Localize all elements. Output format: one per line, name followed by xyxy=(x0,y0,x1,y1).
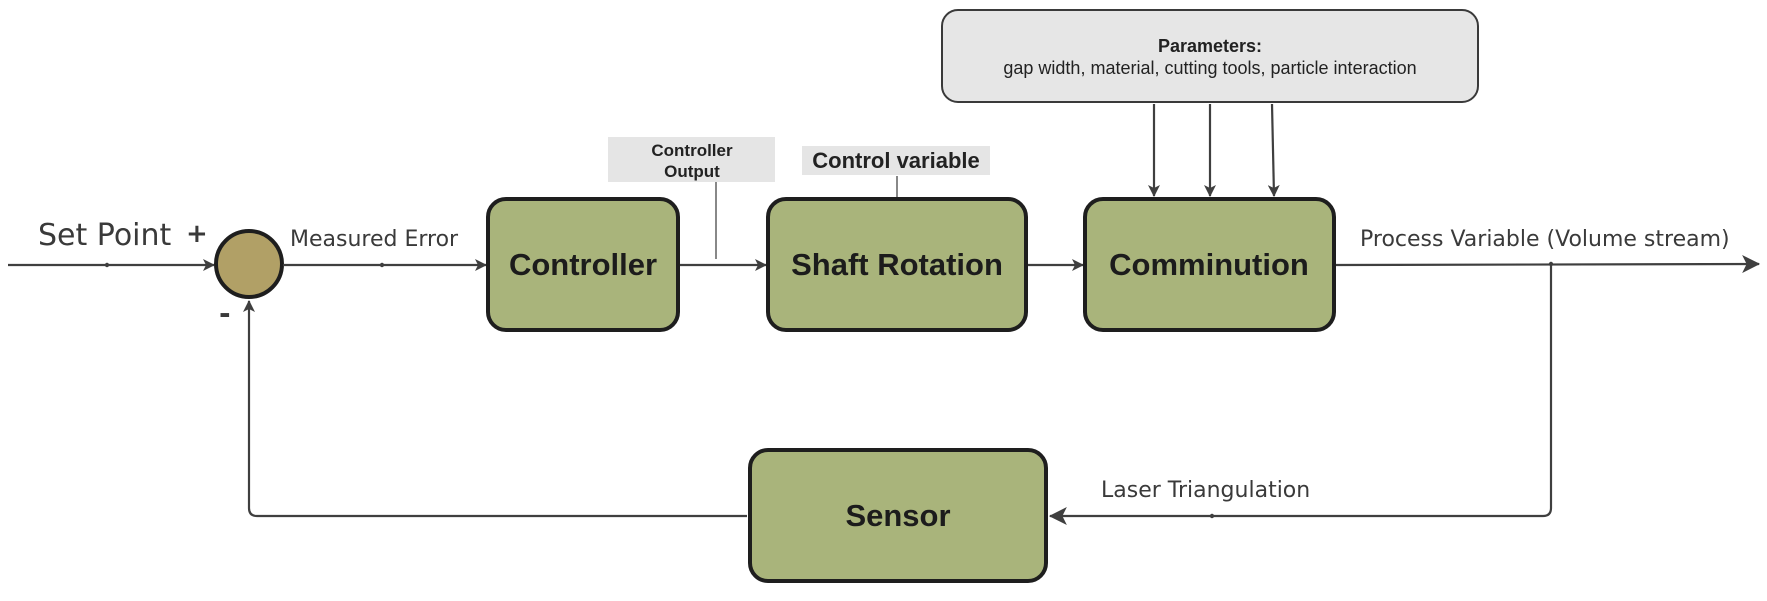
measured-error-dot xyxy=(379,262,385,268)
laser-triangulation-label: Laser Triangulation xyxy=(1101,478,1310,503)
controller-output-tag xyxy=(608,137,775,182)
feedback-to-sensor-line xyxy=(1048,264,1553,525)
controller-label: Controller xyxy=(509,247,657,282)
sensor-block xyxy=(748,448,1048,583)
controller-block xyxy=(486,197,680,332)
parameters-list: gap width, material, cutting tools, part… xyxy=(1003,58,1416,78)
shaft-rotation-label: Shaft Rotation xyxy=(791,247,1003,282)
parameter-arrow-3 xyxy=(1267,103,1280,197)
comminution-block xyxy=(1083,197,1336,332)
process-variable-label: Process Variable (Volume stream) xyxy=(1360,227,1730,252)
comminution-label: Comminution xyxy=(1109,247,1309,282)
set-point-label: Set Point xyxy=(38,218,172,253)
plus-sign: + xyxy=(186,219,208,249)
controller-output-label-line1: Controller xyxy=(651,141,733,160)
feedback-to-junction-line xyxy=(243,300,747,518)
minus-sign: - xyxy=(219,297,231,330)
measured-error-label: Measured Error xyxy=(290,227,459,252)
parameters-box xyxy=(941,9,1479,103)
controller-output-label-line2: Output xyxy=(664,162,720,181)
control-variable-label: Control variable xyxy=(812,148,979,173)
parameters-title: Parameters: xyxy=(1158,36,1262,56)
process-variable-line xyxy=(1335,255,1761,274)
summing-junction xyxy=(214,229,284,299)
shaft-rotation-block xyxy=(766,197,1028,332)
laser-triangulation-dot xyxy=(1209,513,1215,519)
set-point-dot xyxy=(104,262,110,268)
sensor-label: Sensor xyxy=(845,498,950,533)
control-variable-tag xyxy=(802,146,990,175)
